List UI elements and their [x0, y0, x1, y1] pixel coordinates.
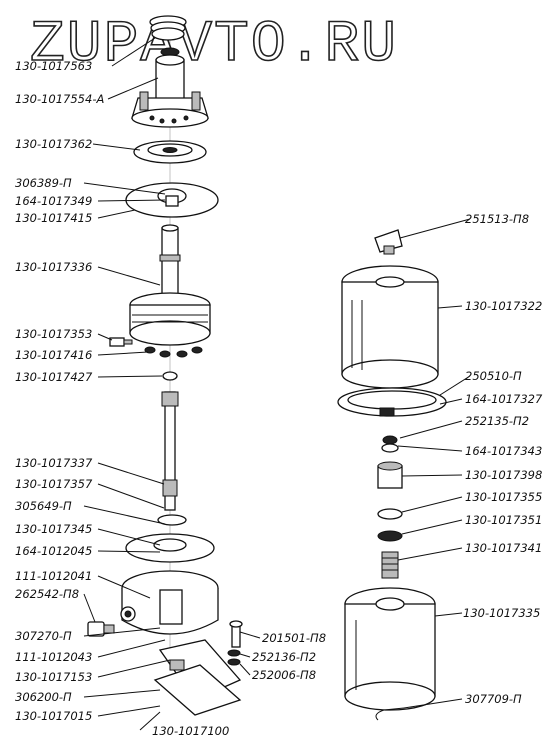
- part-label: 252006-П8: [252, 668, 316, 682]
- rod-part: [161, 391, 179, 511]
- washer-part: [382, 435, 398, 445]
- part-label: 130-1017322: [465, 299, 542, 313]
- part-label: 130-1017353: [15, 327, 92, 341]
- part-label: 111-1012043: [15, 650, 92, 664]
- leader-lines: [83, 37, 471, 731]
- part-label: 130-1017554-A: [15, 92, 104, 106]
- part-label: 130-1017398: [465, 468, 542, 482]
- part-label: 164-1017327: [465, 392, 543, 406]
- disc-part: [133, 140, 207, 164]
- part-label: 252135-П2: [465, 414, 529, 428]
- filter-element-part: [344, 587, 436, 711]
- part-label: 130-1017015: [15, 709, 92, 723]
- part-label: 164-1012045: [15, 544, 92, 558]
- part-label: 130-1017345: [15, 522, 92, 536]
- housing-disc-part: [129, 292, 211, 346]
- part-label: 130-1017427: [15, 370, 93, 384]
- part-label: 201501-П8: [262, 631, 326, 645]
- part-label: 130-1017355: [465, 490, 542, 504]
- part-label: 306200-П: [15, 690, 72, 704]
- part-label: 130-1017362: [15, 137, 92, 151]
- rotor-cap-part: [131, 54, 209, 128]
- filter-cover-part: [341, 265, 439, 389]
- watermark-text: ZUPAVTO.RU: [30, 13, 398, 78]
- ring-part: [377, 508, 403, 520]
- housing-body-part: [120, 570, 219, 635]
- part-label: 252136-П2: [252, 650, 316, 664]
- flange-part: [125, 514, 215, 563]
- part-label: 130-1017335: [463, 606, 540, 620]
- part-label: 130-1017563: [15, 59, 92, 73]
- part-label: 307709-П: [465, 692, 522, 706]
- washer-part: [381, 443, 399, 453]
- gasket-part: [337, 387, 447, 417]
- left-assembly: [87, 15, 243, 716]
- clip-part: [375, 707, 405, 721]
- part-label: 307270-П: [15, 629, 72, 643]
- part-label: 130-1017336: [15, 260, 92, 274]
- right-labels: 251513-П8 130-1017322 250510-П 164-10173…: [463, 212, 543, 706]
- part-label: 164-1017349: [15, 194, 92, 208]
- part-label: 130-1017415: [15, 211, 92, 225]
- ring-part: [377, 530, 403, 542]
- part-label: 262542-П8: [15, 587, 79, 601]
- bottom-labels: 201501-П8 252136-П2 252006-П8 130-101710…: [152, 631, 326, 738]
- part-label: 130-1017351: [465, 513, 542, 527]
- small-bolt-part: [109, 337, 133, 347]
- part-label: 111-1012041: [15, 569, 92, 583]
- part-label: 130-1017341: [465, 541, 542, 555]
- plug-part: [374, 229, 403, 255]
- part-label: 250510-П: [465, 369, 522, 383]
- nut-part: [377, 461, 403, 489]
- part-label: 305649-П: [15, 499, 72, 513]
- part-label: 164-1017343: [465, 444, 542, 458]
- right-assembly: [337, 229, 447, 721]
- spring-part: [381, 551, 399, 579]
- bracket-part: [153, 620, 243, 716]
- nuts-part: [144, 346, 203, 358]
- part-label: 130-1017337: [15, 456, 93, 470]
- part-label: 306389-П: [15, 176, 72, 190]
- part-label: 130-1017357: [15, 477, 93, 491]
- left-labels: 130-1017563 130-1017554-A 130-1017362 30…: [15, 59, 104, 723]
- part-label: 251513-П8: [465, 212, 529, 226]
- part-label: 130-1017153: [15, 670, 92, 684]
- part-label: 130-1017416: [15, 348, 92, 362]
- ring-part: [162, 371, 178, 381]
- part-label: 130-1017100: [152, 724, 229, 738]
- spring-part: [149, 15, 187, 41]
